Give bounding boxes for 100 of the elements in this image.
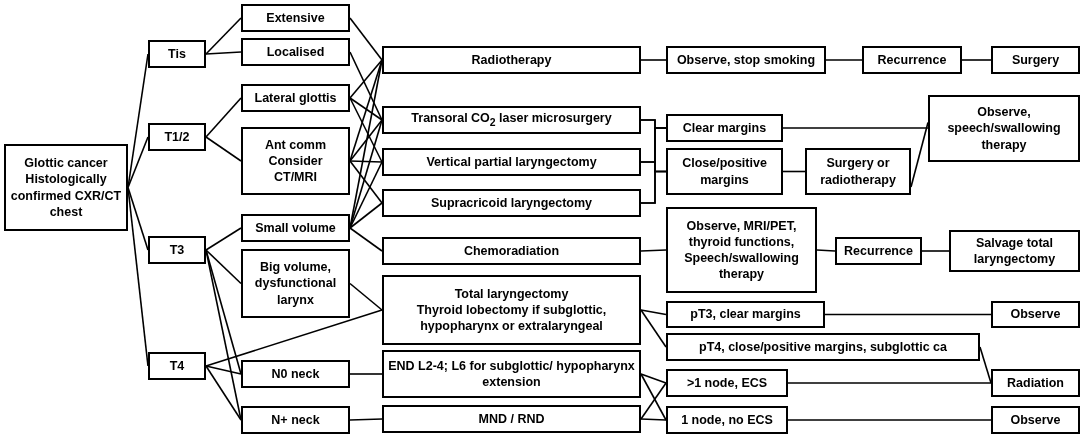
connector-line [787, 382, 992, 384]
process-box [928, 95, 1080, 162]
box-label: Big volume, dysfunctional larynx [253, 259, 338, 308]
process-box [991, 46, 1080, 74]
connector-line [349, 373, 383, 375]
box-label: END L2-4; L6 for subglottic/ hypopharynx extension [387, 357, 636, 391]
box-label: T1/2 [164, 128, 190, 146]
process-box [949, 230, 1080, 272]
box-label: Close/positive margins [681, 155, 768, 188]
connector-line [349, 119, 383, 162]
connector-line [640, 373, 667, 384]
connector-line [640, 309, 667, 348]
process-box [241, 127, 350, 195]
connector-line [205, 249, 242, 285]
box-label: N0 neck [271, 365, 320, 383]
connector-line [787, 419, 992, 421]
connector-line [782, 127, 929, 129]
box-label: Small volume [255, 219, 336, 237]
connector-line [205, 365, 242, 421]
process-box [148, 236, 206, 264]
box-label: Observe, speech/swallowing therapy [946, 104, 1062, 153]
connector-line [816, 249, 836, 252]
box-label: Chemoradiation [463, 242, 560, 260]
box-label: pT4, close/positive margins, subglottic ca [699, 338, 947, 356]
process-box [382, 405, 641, 433]
box-label: MND / RND [478, 410, 545, 428]
process-box [835, 237, 922, 265]
process-box [382, 46, 641, 74]
box-label: 1 node, no ECS [681, 411, 773, 429]
box-label: Clear margins [682, 119, 767, 137]
connector-line [640, 170, 667, 204]
connector-line [349, 282, 383, 311]
process-box [666, 148, 783, 195]
box-label: Supracricoid laryngectomy [430, 194, 593, 212]
connector-line [640, 309, 667, 316]
process-box [382, 189, 641, 217]
box-label: Ant comm Consider CT/MRI [263, 136, 328, 186]
process-box [241, 249, 350, 318]
process-box [805, 148, 911, 195]
box-label: Radiation [1007, 374, 1064, 392]
connector-line [205, 51, 242, 55]
connector-line [349, 202, 383, 229]
connector-line [825, 59, 863, 61]
box-label: >1 node, ECS [686, 374, 768, 392]
box-label: Localised [266, 43, 325, 61]
process-box [382, 237, 641, 265]
connector-line [205, 17, 242, 55]
process-box [666, 369, 788, 397]
process-box [666, 207, 817, 293]
process-box [241, 84, 350, 112]
connector-line [205, 309, 383, 367]
connector-line [349, 227, 383, 252]
connector-line [205, 365, 242, 375]
box-label: Recurrence [877, 51, 947, 69]
connector-line [349, 418, 383, 421]
process-box [862, 46, 962, 74]
box-label: Tis [168, 45, 186, 63]
box-label: Transoral CO$_{2}$ laser microsurgery [411, 110, 612, 130]
connector-line [205, 136, 242, 162]
connector-line [349, 160, 383, 163]
connector-line [349, 17, 383, 61]
process-box [382, 148, 641, 176]
process-box [382, 275, 641, 345]
box-label: Observe, stop smoking [676, 51, 816, 69]
connector-line [921, 250, 950, 252]
process-box [666, 301, 825, 328]
connector-line [640, 249, 667, 252]
connector-line [782, 170, 806, 173]
box-label: T4 [169, 357, 185, 375]
process-box [241, 38, 350, 66]
box-label: Vertical partial laryngectomy [426, 153, 597, 171]
connector-line [205, 227, 242, 251]
box-label: Surgery or radiotherapy [819, 155, 897, 188]
box-label: pT3, clear margins [690, 306, 801, 323]
connector-line [640, 418, 667, 421]
process-box [991, 301, 1080, 328]
box-label: Observe [1010, 306, 1061, 323]
connector-line [640, 59, 667, 61]
box-label: Surgery [1011, 51, 1060, 69]
process-box [241, 360, 350, 388]
connector-line [349, 97, 383, 121]
process-box [241, 214, 350, 242]
process-box [4, 144, 128, 231]
connector-line [961, 59, 992, 61]
process-box [666, 46, 826, 74]
connector-line [824, 313, 992, 316]
connector-line [349, 97, 383, 163]
box-label: Observe [1010, 411, 1061, 429]
process-box [241, 406, 350, 434]
process-box [148, 123, 206, 151]
process-box [382, 106, 641, 134]
connector-line [640, 382, 667, 420]
box-label: Glottic cancer Histologically confirmed CXR/CT chest [9, 155, 123, 220]
box-label: Recurrence [844, 242, 913, 260]
process-box [241, 4, 350, 32]
box-label: Radiotherapy [471, 51, 552, 69]
box-note: Thyroid lobectomy if subglottic, hypopharynx or extralaryngeal [415, 301, 608, 335]
box-label: T3 [169, 241, 185, 259]
process-box [666, 333, 980, 361]
box-label: Lateral glottis [254, 89, 337, 107]
